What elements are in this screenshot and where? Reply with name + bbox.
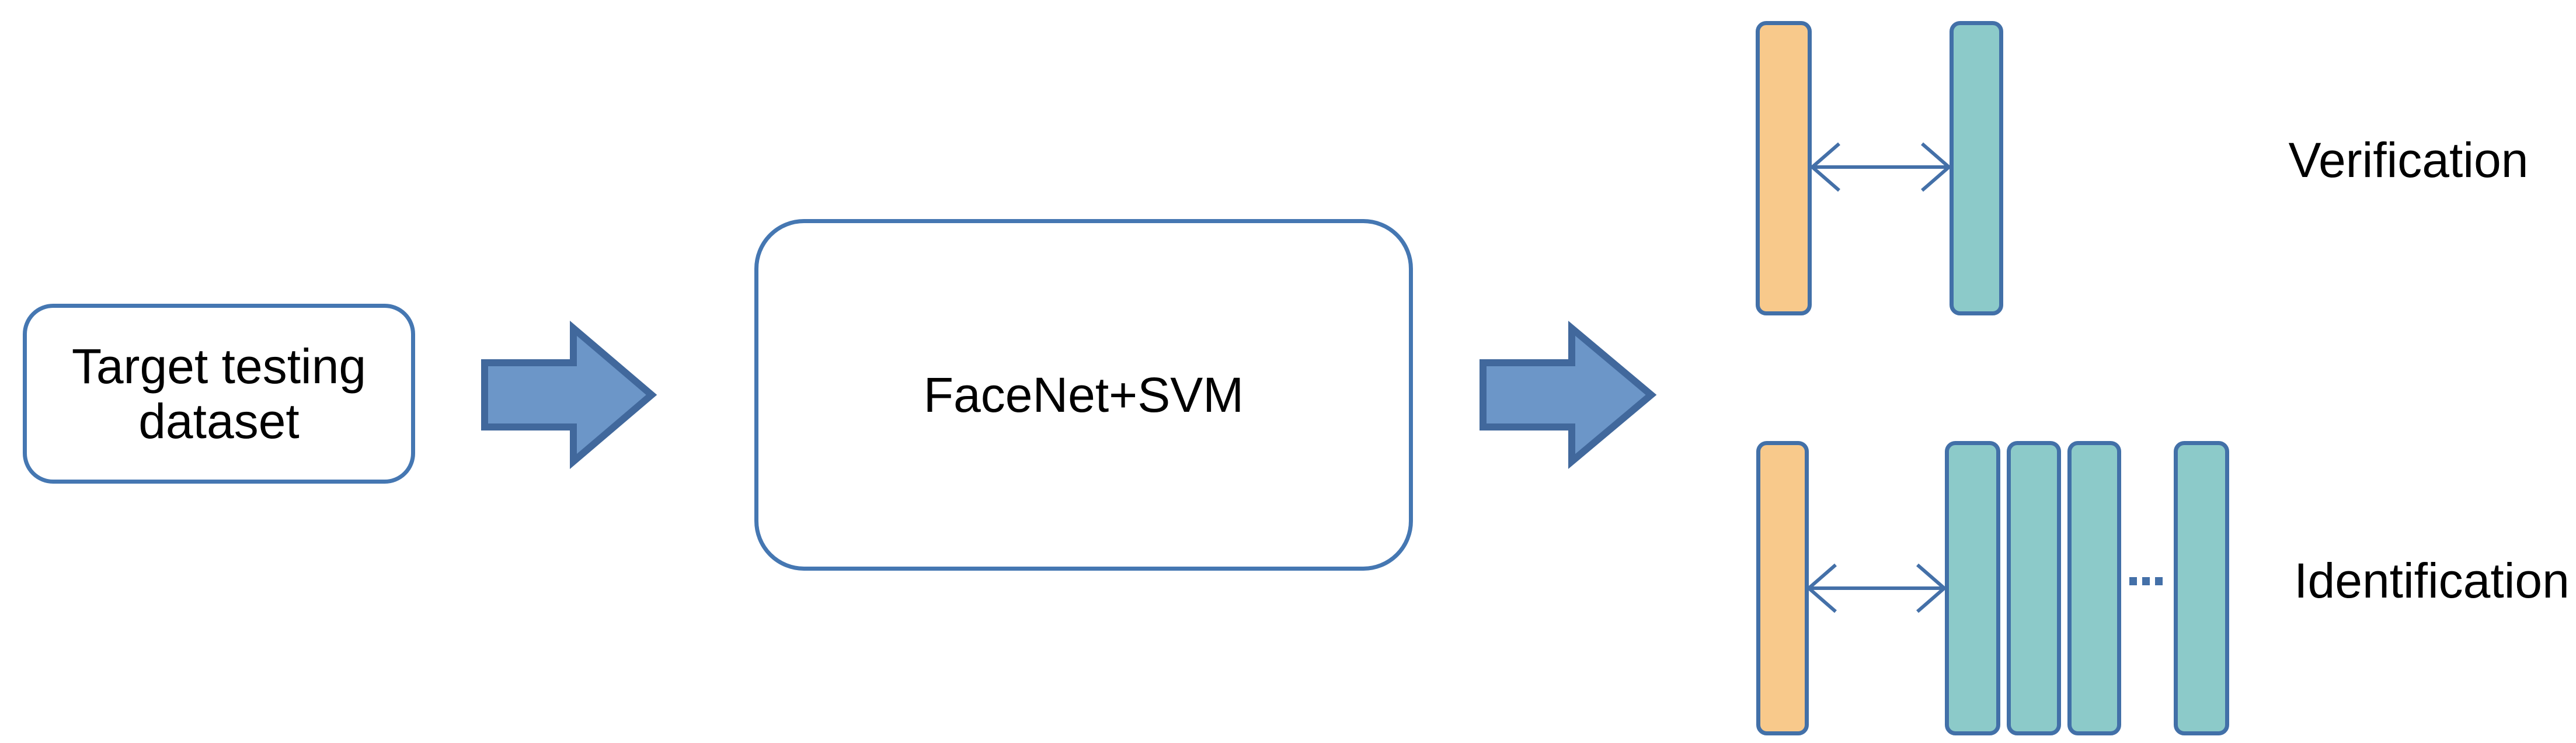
ellipsis-icon: [2129, 577, 2163, 585]
flow-arrow-icon: [481, 321, 657, 469]
verification-label: Verification: [2288, 133, 2529, 188]
flow-arrow-icon: [1480, 321, 1657, 469]
facenet-svm-label: FaceNet+SVM: [923, 367, 1244, 422]
verification-probe-bar: [1756, 21, 1812, 315]
target-dataset-box: Target testing dataset: [23, 304, 415, 484]
identification-gallery-bar: [1945, 441, 2000, 735]
double-arrow-icon: [1809, 142, 1952, 192]
identification-label: Identification: [2294, 553, 2570, 608]
identification-probe-bar: [1756, 441, 1809, 735]
identification-gallery-bar: [2067, 441, 2121, 735]
identification-gallery-bar: [2174, 441, 2229, 735]
target-dataset-label: Target testing dataset: [71, 338, 367, 449]
verification-gallery-bar: [1950, 21, 2003, 315]
double-arrow-icon: [1806, 563, 1947, 613]
facenet-svm-box: FaceNet+SVM: [754, 219, 1413, 571]
identification-gallery-bar: [2007, 441, 2061, 735]
